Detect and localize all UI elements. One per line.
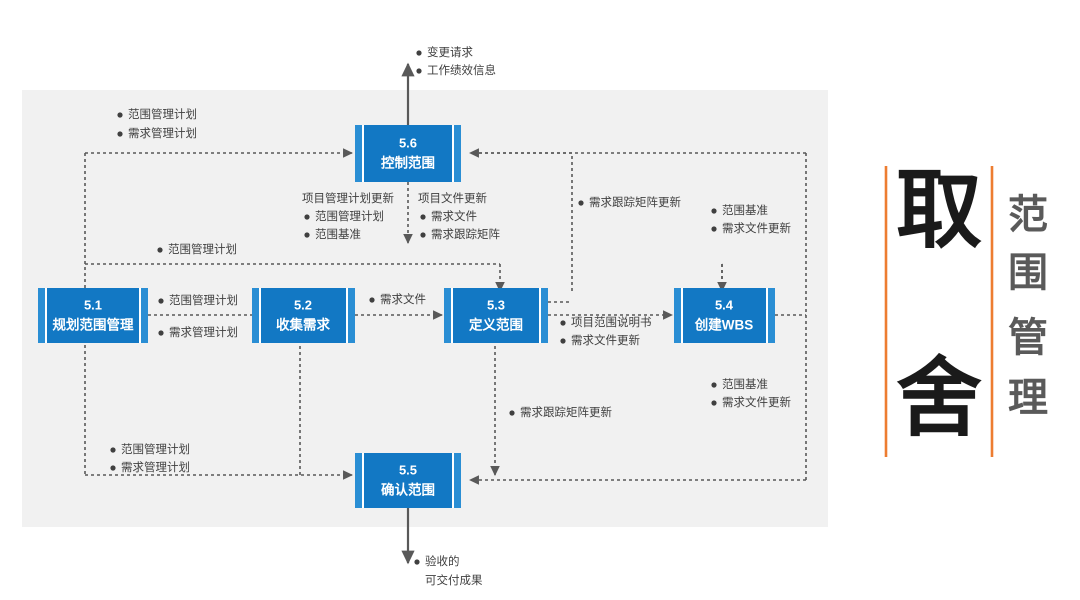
label-p52-to-p53: 需求文件: [369, 292, 426, 306]
label-text: 范围基准: [315, 227, 361, 241]
label-text: 需求文件更新: [571, 333, 640, 347]
process-box-p53[interactable]: 5.3 定义范围: [444, 288, 548, 343]
process-number: 5.1: [84, 297, 102, 312]
label-top-output: 变更请求 工作绩效信息: [416, 45, 496, 77]
label-text: 工作绩效信息: [427, 63, 496, 77]
title-small-char-4: 理: [1008, 375, 1048, 421]
label-scope-baseline-bottom: 范围基准 需求文件更新: [711, 377, 791, 409]
process-number: 5.2: [294, 297, 312, 312]
label-p53-to-p54: 项目范围说明书 需求文件更新: [560, 315, 652, 347]
label-text: 范围管理计划: [121, 442, 190, 456]
label-text: 需求管理计划: [128, 126, 197, 140]
label-text: 需求跟踪矩阵更新: [589, 195, 681, 209]
label-text: 验收的: [425, 554, 460, 568]
label-text: 范围基准: [722, 203, 768, 217]
process-name: 控制范围: [381, 155, 435, 171]
label-text: 需求管理计划: [121, 460, 190, 474]
process-box-p54[interactable]: 5.4 创建WBS: [674, 288, 775, 343]
label-text: 范围基准: [722, 377, 768, 391]
process-name: 收集需求: [276, 317, 330, 333]
process-name: 规划范围管理: [53, 317, 134, 333]
process-number: 5.4: [715, 297, 734, 312]
label-text: 范围管理计划: [315, 209, 384, 223]
label-pm-plan-update: 项目管理计划更新 范围管理计划 范围基准: [302, 191, 394, 241]
label-top-left-input: 范围管理计划 需求管理计划: [117, 107, 197, 140]
label-bottom-output: 验收的 可交付成果: [414, 554, 483, 587]
process-name: 确认范围: [381, 482, 435, 498]
label-text: 范围管理计划: [169, 293, 238, 307]
process-number: 5.6: [399, 135, 417, 150]
label-text: 需求跟踪矩阵: [431, 227, 500, 241]
title-small-char-2: 围: [1008, 250, 1048, 296]
label-text: 需求跟踪矩阵更新: [520, 405, 612, 419]
label-scope-baseline-top: 范围基准 需求文件更新: [711, 203, 791, 235]
label-text: 需求文件更新: [722, 395, 791, 409]
label-header: 项目管理计划更新: [302, 191, 394, 205]
title-small-char-3: 管: [1008, 315, 1048, 361]
process-number: 5.5: [399, 462, 417, 477]
process-name: 定义范围: [469, 317, 523, 333]
title-small-char-1: 范: [1008, 192, 1048, 238]
label-text: 需求文件: [380, 292, 426, 306]
label-text: 变更请求: [427, 45, 473, 59]
process-box-p51[interactable]: 5.1 规划范围管理: [38, 288, 148, 343]
label-p51-to-p52: 范围管理计划 需求管理计划: [158, 293, 238, 339]
label-project-document-update: 项目文件更新 需求文件 需求跟踪矩阵: [418, 191, 500, 241]
process-box-p52[interactable]: 5.2 收集需求: [252, 288, 355, 343]
label-text: 需求管理计划: [169, 325, 238, 339]
process-box-p55[interactable]: 5.5 确认范围: [355, 453, 461, 508]
label-text: 可交付成果: [425, 573, 483, 587]
label-text: 范围管理计划: [168, 242, 237, 256]
title-big-char-1: 取: [896, 160, 982, 260]
process-name: 创建WBS: [694, 317, 754, 333]
label-header: 项目文件更新: [418, 191, 487, 205]
label-text: 项目范围说明书: [571, 315, 652, 329]
label-rtm-update-top: 需求跟踪矩阵更新: [578, 195, 681, 209]
title-big-char-2: 舍: [896, 348, 982, 448]
label-bottom-left-input: 范围管理计划 需求管理计划: [110, 442, 190, 474]
label-text: 需求文件: [431, 209, 477, 223]
label-text: 范围管理计划: [128, 107, 197, 121]
label-rtm-update-bottom: 需求跟踪矩阵更新: [509, 405, 612, 419]
process-number: 5.3: [487, 297, 505, 312]
process-box-p56[interactable]: 5.6 控制范围: [355, 125, 461, 182]
label-text: 需求文件更新: [722, 221, 791, 235]
label-mid-left-input: 范围管理计划: [157, 242, 237, 256]
